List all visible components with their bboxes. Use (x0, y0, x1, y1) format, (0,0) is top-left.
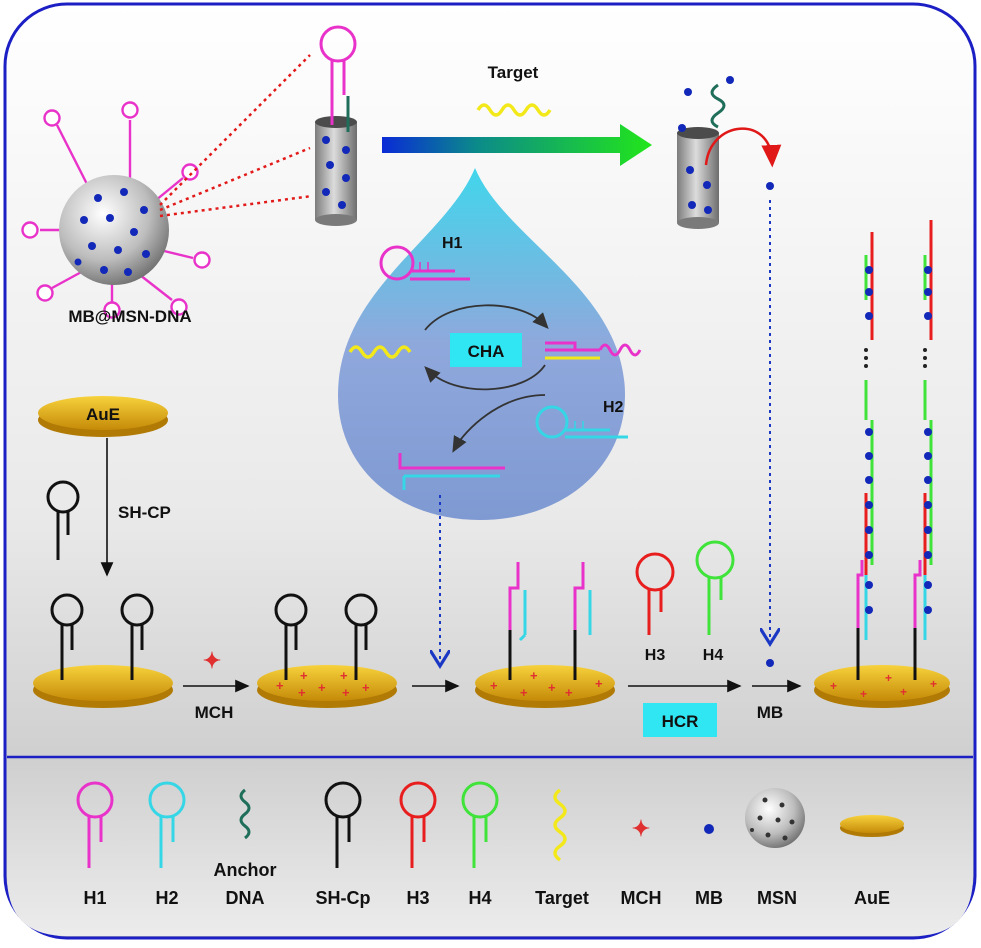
svg-text:+: + (342, 685, 350, 700)
svg-text:+: + (900, 685, 907, 699)
h4-hairpin (695, 540, 735, 635)
legend-h4-icon (461, 781, 499, 868)
cha-h1-hairpin (379, 245, 470, 281)
legend-label-shcp: SH-Cp (316, 888, 371, 908)
svg-text:+: + (860, 687, 867, 701)
svg-text:+: + (298, 685, 306, 700)
electrode-step3: ++ ++ ++ (475, 562, 615, 708)
shcp-label: SH-CP (118, 503, 171, 522)
h1-target-complex (545, 341, 642, 360)
h3-label: H3 (645, 647, 666, 664)
svg-text:+: + (885, 671, 892, 685)
cha-output-arrow (452, 394, 546, 453)
aue-disk (38, 396, 168, 430)
mb-dot-falling (766, 659, 774, 667)
legend: ✦ H1 H2 Anchor DNA SH-Cp H3 H4 Target MC… (76, 781, 904, 908)
legend-label-mch: MCH (621, 888, 662, 908)
legend-shcp-icon (324, 781, 362, 868)
zoom-lines (159, 54, 313, 218)
legend-label-h2: H2 (155, 888, 178, 908)
electrode-step1 (33, 593, 173, 708)
legend-label-aue: AuE (854, 888, 890, 908)
legend-label-target: Target (535, 888, 589, 908)
svg-text:+: + (930, 677, 937, 691)
svg-text:+: + (548, 680, 556, 695)
opened-pore (677, 76, 782, 640)
svg-text:+: + (318, 680, 326, 695)
legend-msn-icon (745, 788, 805, 848)
svg-text:+: + (276, 678, 284, 693)
legend-mb-icon (704, 824, 714, 834)
legend-label-anchor: Anchor (214, 860, 277, 880)
legend-mch-icon: ✦ (632, 816, 650, 841)
free-shcp-hairpin (46, 480, 80, 560)
legend-h1-icon (76, 781, 114, 868)
aue-label: AuE (86, 405, 120, 424)
mch-label: MCH (195, 703, 234, 722)
svg-text:+: + (490, 678, 498, 693)
legend-panel (7, 757, 973, 936)
legend-target-icon (553, 788, 567, 862)
final-electrode: + + + + + (814, 220, 950, 708)
cha-cycle-arrow-bottom (424, 364, 546, 391)
target-label: Target (488, 63, 539, 82)
release-arrow (382, 124, 652, 166)
mb-label: MB (757, 703, 783, 722)
svg-text:+: + (595, 676, 603, 691)
msn-sphere (59, 175, 169, 285)
legend-h3-icon (399, 781, 437, 868)
cha-target-strand (348, 345, 412, 359)
legend-label-h3: H3 (406, 888, 429, 908)
mb-msn-dna-label: MB@MSN-DNA (68, 307, 191, 326)
capped-pore (315, 25, 357, 226)
legend-label-dna: DNA (226, 888, 265, 908)
mb-msn-dna-sphere (21, 54, 313, 319)
legend-label-h1: H1 (83, 888, 106, 908)
target-strand (476, 103, 552, 117)
cha-box (450, 333, 522, 367)
h4-label: H4 (703, 647, 724, 664)
h1-h2-duplex (398, 453, 505, 490)
electrode-step2: + + + + + + + (257, 593, 397, 708)
svg-text:+: + (565, 685, 573, 700)
h3-hairpin (635, 552, 675, 635)
svg-text:+: + (830, 679, 837, 693)
cha-h2-hairpin (535, 405, 628, 439)
svg-text:+: + (530, 668, 538, 683)
legend-label-mb: MB (695, 888, 723, 908)
svg-text:+: + (340, 668, 348, 683)
hcr-box (643, 703, 717, 737)
cha-label: CHA (468, 342, 505, 361)
legend-aue-icon (840, 815, 904, 837)
cha-cycle-arrow-top (424, 304, 549, 331)
legend-anchor-dna-icon (239, 788, 251, 840)
mch-star: ✦ (203, 648, 221, 673)
cha-h1-label: H1 (442, 235, 463, 252)
svg-text:+: + (520, 685, 528, 700)
legend-label-h4: H4 (468, 888, 491, 908)
hcr-label: HCR (662, 712, 699, 731)
svg-text:+: + (300, 668, 308, 683)
svg-text:+: + (362, 680, 370, 695)
legend-h2-icon (148, 781, 186, 868)
legend-label-msn: MSN (757, 888, 797, 908)
cha-h2-label: H2 (603, 399, 624, 416)
